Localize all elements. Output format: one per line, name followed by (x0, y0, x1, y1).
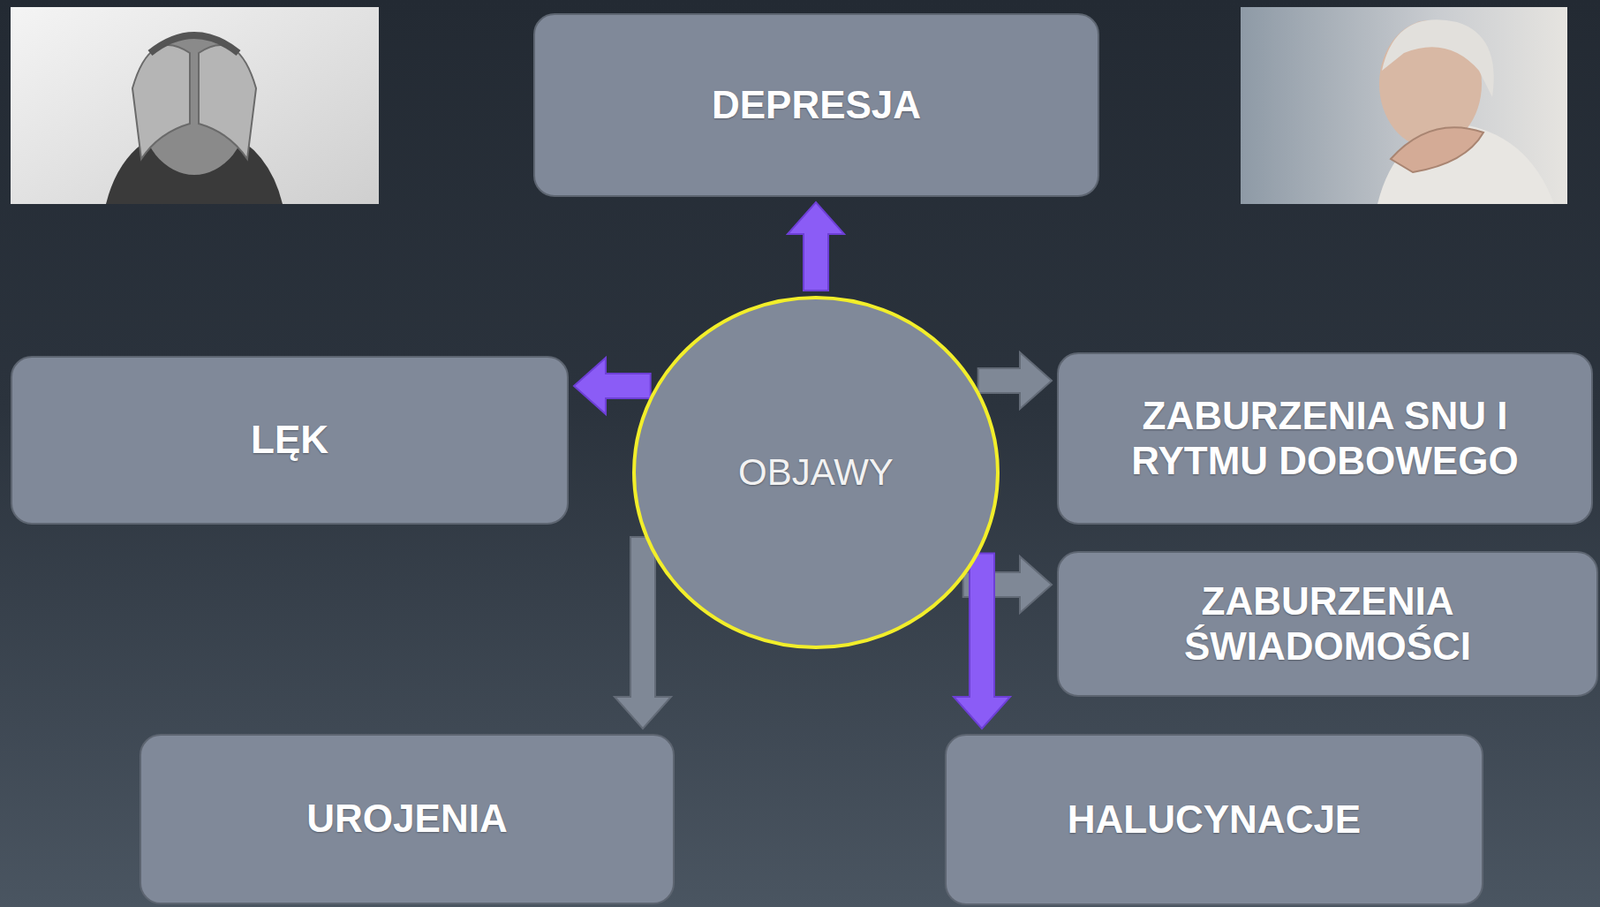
box-label: UROJENIA (306, 796, 507, 842)
symptom-box: ZABURZENIA SNU I RYTMU DOBOWEGO (1056, 352, 1593, 525)
symptom-box: ZABURZENIA ŚWIADOMOŚCI (1056, 550, 1599, 697)
box-label: ZABURZENIA ŚWIADOMOŚCI (1094, 579, 1562, 669)
symptom-box: UROJENIA (139, 733, 675, 905)
box-label: DEPRESJA (711, 83, 921, 129)
block-arrow (787, 202, 845, 291)
center-circle: OBJAWY (632, 295, 1000, 650)
block-arrow (953, 553, 1011, 729)
symptom-box: DEPRESJA (533, 13, 1100, 197)
photo-right (1240, 7, 1568, 204)
symptom-box: LĘK (10, 355, 569, 525)
center-label: OBJAWY (738, 451, 894, 494)
symptom-box: HALUCYNACJE (944, 733, 1484, 906)
photo-left (10, 7, 379, 204)
block-arrow (573, 357, 651, 415)
box-label: ZABURZENIA SNU I RYTMU DOBOWEGO (1094, 393, 1556, 484)
box-label: HALUCYNACJE (1067, 797, 1361, 843)
block-arrow (978, 352, 1052, 409)
box-label: LĘK (250, 417, 329, 463)
